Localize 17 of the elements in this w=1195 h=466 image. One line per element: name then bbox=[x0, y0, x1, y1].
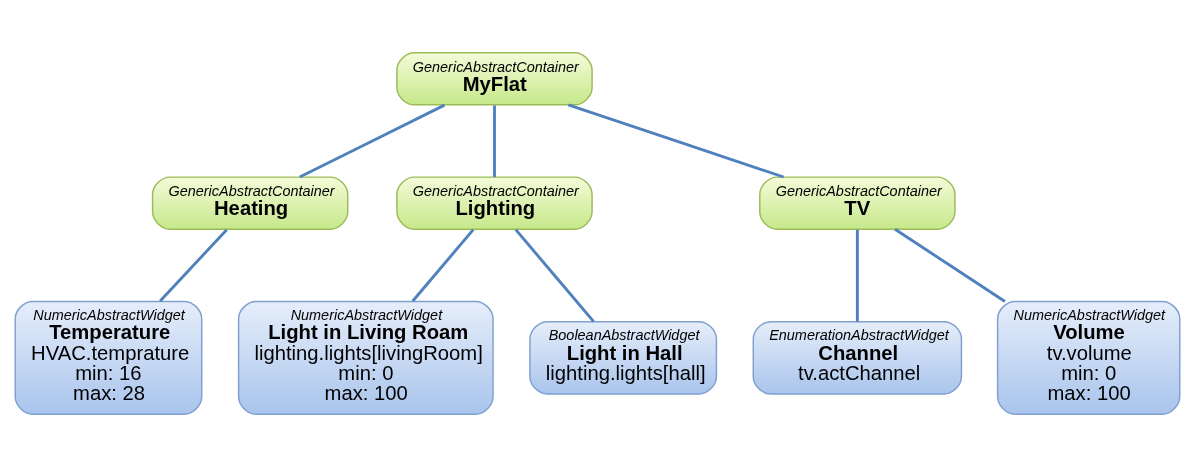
connector bbox=[855, 229, 859, 322]
node-box: NumericAbstractWidget Light in Living Roam lighting.lights[livingRoom] min: 0 max: 100 bbox=[237, 300, 494, 415]
node-box: GenericAbstractContainer MyFlat bbox=[396, 51, 593, 106]
node-box: EnumerationAbstractWidget Channel tv.actChannel bbox=[752, 320, 963, 395]
node-box: GenericAbstractContainer Heating bbox=[151, 175, 349, 230]
connector bbox=[514, 228, 595, 323]
connector bbox=[493, 104, 496, 177]
connector bbox=[411, 228, 475, 302]
connector bbox=[567, 103, 785, 178]
node-box: GenericAbstractContainer Lighting bbox=[396, 175, 593, 230]
connector bbox=[299, 103, 446, 178]
node-box: NumericAbstractWidget Temperature HVAC.temprature min: 16 max: 28 bbox=[14, 300, 203, 415]
connector bbox=[894, 227, 1006, 303]
node-box: BooleanAbstractWidget Light in Hall lighting.lights[hall] bbox=[529, 320, 718, 395]
connector bbox=[159, 228, 228, 302]
node-box: GenericAbstractContainer TV bbox=[759, 175, 956, 230]
node-box: NumericAbstractWidget Volume tv.volume min: 0 max: 100 bbox=[996, 300, 1181, 415]
